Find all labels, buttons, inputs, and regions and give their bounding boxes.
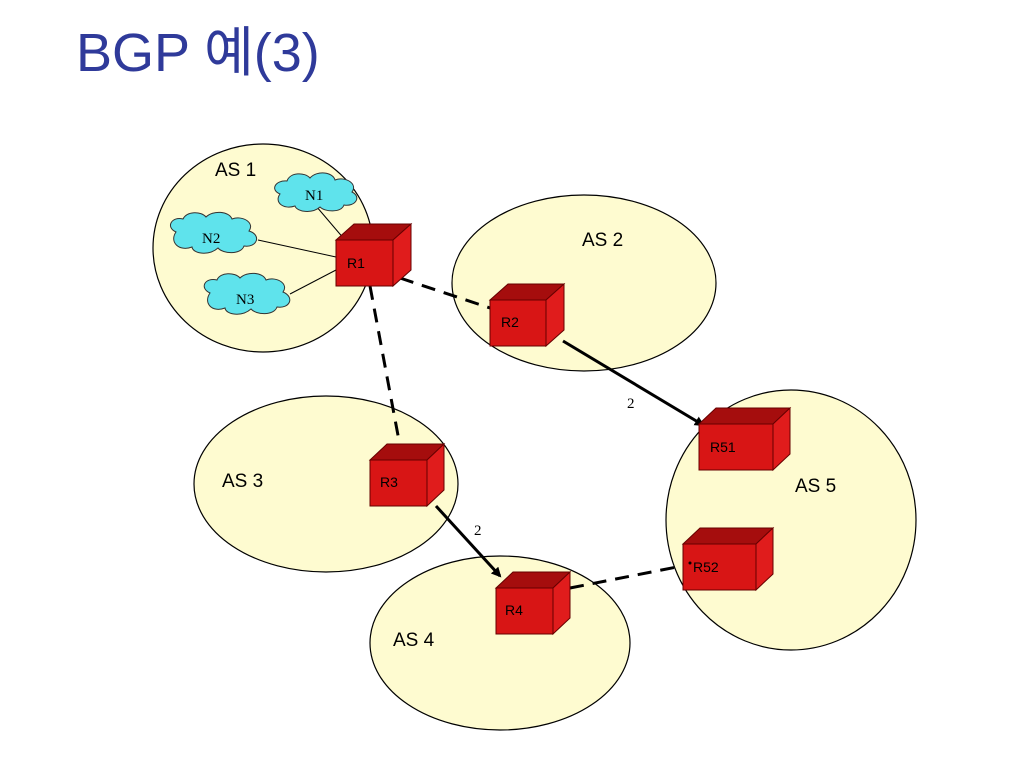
as2-label: AS 2 <box>582 230 623 251</box>
r1-label: R1 <box>347 255 365 271</box>
n1-label: N1 <box>305 188 323 204</box>
n2-label: N2 <box>202 231 220 247</box>
as3-label: AS 3 <box>222 471 263 492</box>
as3-region <box>193 395 459 573</box>
page-title: BGP 예(3) <box>76 23 320 83</box>
router-r52: R52 <box>681 526 775 592</box>
n2-cloud-icon: N2 <box>169 211 258 254</box>
router-r3: R3 <box>368 442 446 508</box>
r1-r2-link <box>399 276 491 310</box>
router-r4: R4 <box>494 570 572 636</box>
r51-label: R51 <box>710 439 736 455</box>
router-r51: R51 <box>697 406 792 472</box>
r2-label: R2 <box>501 314 519 330</box>
r2-r51-arrow <box>562 339 705 427</box>
r52-label: R52 <box>693 559 719 575</box>
as5-label: AS 5 <box>795 476 836 497</box>
r1-r3-link <box>368 285 402 447</box>
r3-label: R3 <box>380 474 398 490</box>
r3-r4-arrow <box>434 504 502 578</box>
n1-cloud-icon: N1 <box>274 172 358 212</box>
n2-r1-link <box>257 239 337 258</box>
r4-r52-link <box>569 564 683 590</box>
r3-r4-weight: 2 <box>474 523 482 539</box>
r4-label: R4 <box>505 602 523 618</box>
router-r1: R1 <box>334 222 413 288</box>
n3-r1-link <box>289 269 337 295</box>
as4-label: AS 4 <box>393 630 435 651</box>
router-r2: R2 <box>488 282 566 348</box>
r2-r51-weight: 2 <box>627 396 635 412</box>
as1-label: AS 1 <box>215 160 256 181</box>
n1-r1-link <box>315 205 346 241</box>
n3-label: N3 <box>236 292 254 308</box>
n3-cloud-icon: N3 <box>203 272 291 315</box>
